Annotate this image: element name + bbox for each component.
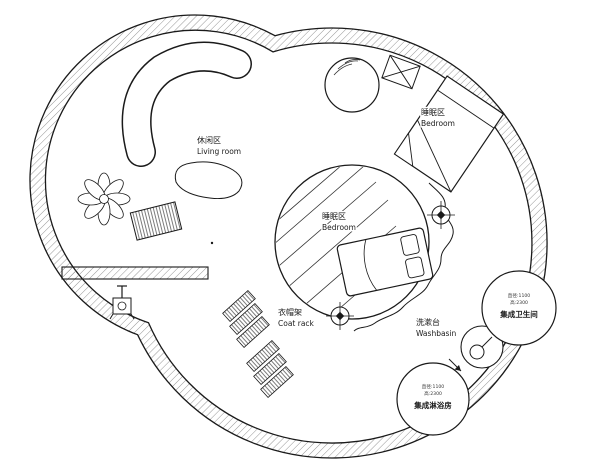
bathroom-pod-spec1: 直径:1100: [508, 292, 531, 299]
living-room-label-en: Living room: [197, 147, 241, 156]
round-ottoman: [324, 57, 380, 113]
shower-pod-spec1: 直径:1100: [422, 383, 445, 390]
coat-rack-label: 衣帽架 Coat rack: [277, 306, 317, 330]
bathroom-pod-name: 集成卫生间: [499, 309, 538, 319]
washbasin-label-zh: 洗漱台: [416, 317, 440, 327]
living-room-label-zh: 休闲区: [197, 135, 221, 145]
shower-pod: 直径:1100 高:2300 集成淋浴房: [396, 362, 470, 436]
shower-pod-name: 集成淋浴房: [413, 400, 452, 410]
bedroom-upper-label-en: Bedroom: [421, 119, 455, 128]
coat-rack-label-zh: 衣帽架: [278, 307, 302, 317]
bathroom-pod: 直径:1100 高:2300 集成卫生间: [481, 270, 557, 346]
floor-mat: [129, 201, 183, 241]
washbasin-label: 洗漱台 Washbasin: [415, 316, 459, 340]
coat-rack-shelves: [222, 289, 294, 399]
bedroom-upper-label-zh: 睡眠区: [421, 108, 445, 117]
downlight-icon: [427, 201, 455, 229]
stove-icon: [109, 285, 135, 320]
dot-mark: [210, 241, 214, 245]
bedroom-center-label-en: Bedroom: [322, 223, 356, 232]
bedroom-upper-label: 睡眠区 Bedroom: [420, 107, 457, 130]
living-room-label: 休闲区 Living room: [196, 134, 243, 158]
coffee-table: [174, 161, 243, 199]
bathroom-pod-spec2: 高:2300: [510, 299, 528, 306]
plant-icon: [77, 172, 131, 226]
bed-upper: [393, 75, 505, 193]
bed-center: [336, 227, 434, 297]
bedroom-center-label-zh: 睡眠区: [322, 212, 346, 221]
interior-wall: [61, 266, 209, 280]
downlight-icon: [326, 302, 354, 330]
washbasin-fixture: [460, 325, 504, 369]
bedroom-center-label: 睡眠区 Bedroom: [321, 211, 358, 234]
coat-rack-label-en: Coat rack: [278, 319, 315, 328]
curved-sofa: [121, 41, 252, 167]
arrow-icon: [448, 358, 462, 372]
x-stool: [381, 54, 421, 90]
washbasin-label-en: Washbasin: [416, 329, 457, 338]
shower-pod-spec2: 高:2300: [424, 390, 442, 397]
